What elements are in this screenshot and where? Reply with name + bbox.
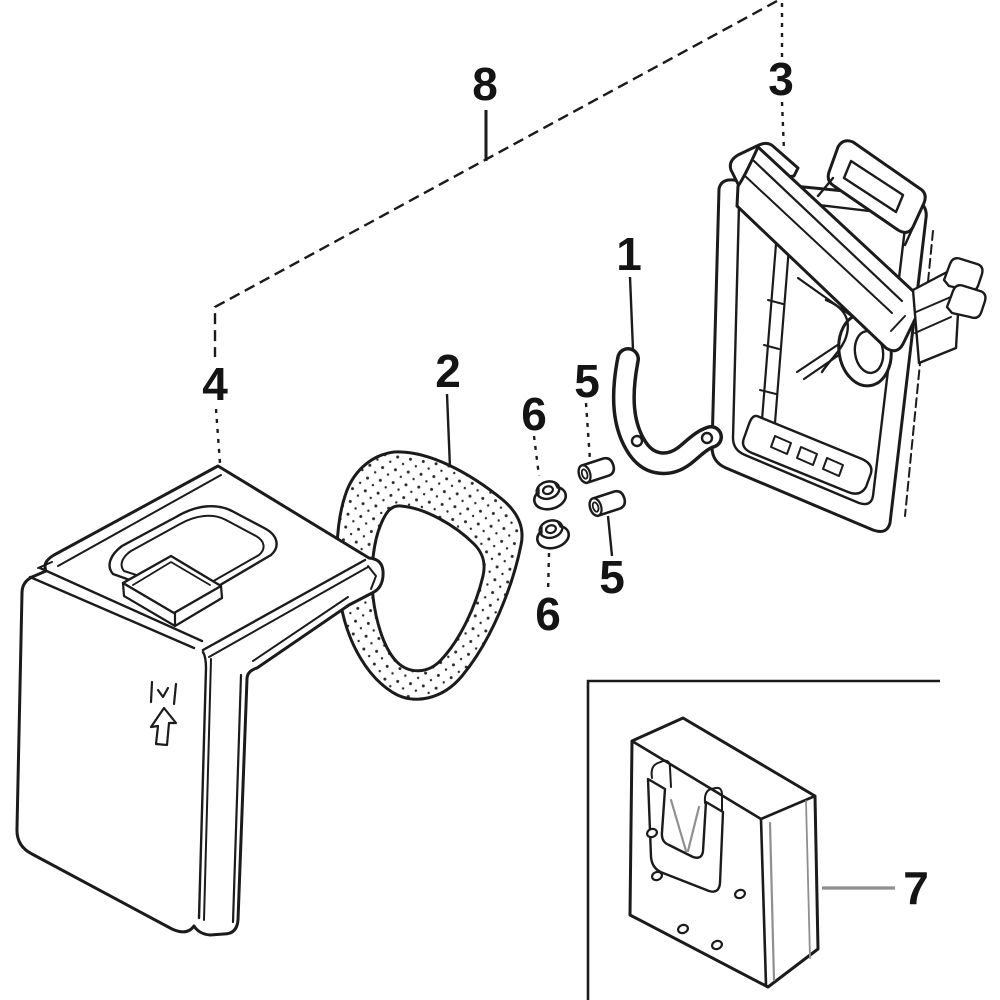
- cover-edge-lines: [28, 474, 377, 924]
- case-bottom-rail: [741, 414, 873, 495]
- leader-1: [628, 276, 635, 351]
- case-band-lines: [743, 159, 906, 332]
- part-5-collar-top: [577, 456, 616, 485]
- hook-hole-right: [700, 431, 714, 445]
- inset-box-corner: [586, 679, 940, 1000]
- leader-lines: [213, 0, 940, 1000]
- part-4-cover: [15, 464, 385, 937]
- callout-label-4-4: 4: [202, 358, 228, 410]
- callout-label-6-8: 6: [535, 588, 561, 640]
- filter-outline: [628, 716, 820, 989]
- callout-label-6-6: 6: [521, 388, 547, 440]
- part-6-nut-top: [533, 480, 568, 511]
- case-handle-loop: [816, 139, 927, 247]
- case-connector: [911, 256, 987, 365]
- cover-handle-recess: [108, 505, 278, 628]
- leader-5-bottom: [606, 515, 614, 557]
- part-2-seal-ring: [335, 450, 524, 701]
- callout-label-5-5: 5: [574, 355, 600, 407]
- callout-label-7-9: 7: [903, 862, 929, 914]
- callout-label-1-2: 1: [616, 228, 642, 280]
- callout-label-2-3: 2: [435, 345, 461, 397]
- part-6-nut-bottom: [536, 519, 571, 550]
- part-3-case: [710, 139, 987, 533]
- leader-3-bottom: [780, 101, 786, 152]
- part-7-filter-element: [628, 716, 820, 989]
- callout-label-3-1: 3: [768, 53, 794, 105]
- leader-6-top: [532, 435, 541, 477]
- leader-assembly-8: [213, 0, 778, 357]
- callout-label-5-7: 5: [599, 551, 625, 603]
- leader-5-top: [584, 402, 592, 461]
- part-5-collar-bottom: [588, 489, 627, 518]
- callout-label-8-0: 8: [472, 58, 498, 110]
- cover-arrow-icon: [149, 680, 178, 747]
- filter-cutout: [646, 777, 725, 893]
- part-1-hook-bracket: [611, 347, 723, 476]
- case-depth-line: [904, 230, 934, 517]
- filter-holes: [646, 827, 746, 951]
- hook-hole-left: [630, 434, 644, 448]
- leader-6-bottom: [546, 552, 551, 594]
- cover-silhouette: [15, 464, 385, 937]
- leader-2: [445, 393, 452, 469]
- leader-4: [214, 408, 223, 478]
